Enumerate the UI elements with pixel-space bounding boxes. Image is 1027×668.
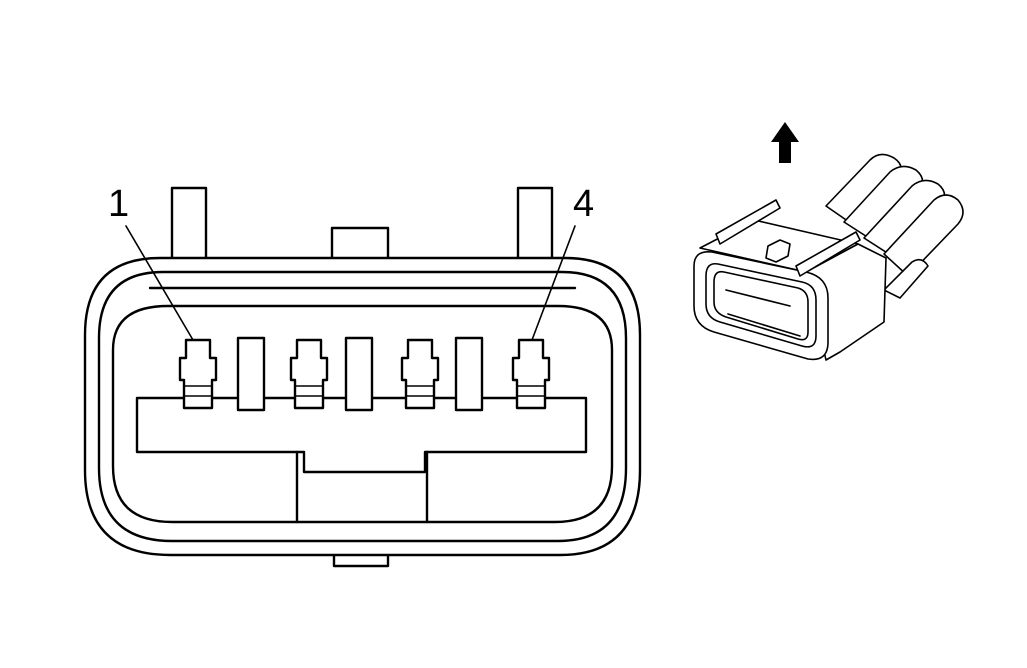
terminal-3	[400, 338, 440, 410]
pin-4-label: 4	[573, 183, 594, 225]
terminal-carrier	[135, 396, 588, 474]
terminal-2	[289, 338, 329, 410]
left-latch-tab	[170, 186, 208, 268]
top-key	[330, 226, 390, 258]
separator-rib-2	[344, 336, 374, 412]
terminal-4	[511, 338, 551, 410]
latch-rail-right	[795, 231, 861, 277]
separator-rib-1	[236, 336, 266, 412]
leader-line-pin-1	[125, 225, 194, 341]
terminal-1	[178, 338, 218, 410]
inner-cavity	[111, 304, 614, 524]
latch-rail-left	[715, 199, 781, 245]
housing-front-face	[693, 250, 829, 361]
lock-nub	[765, 239, 791, 263]
opening-depth-line	[725, 289, 791, 307]
housing-outline-2	[97, 270, 628, 543]
leader-line-pin-4	[531, 225, 576, 341]
front-opening-inner	[713, 270, 809, 341]
opening-floor-line	[727, 313, 801, 337]
connector-face-view	[83, 186, 642, 568]
wire-tube-4	[883, 194, 964, 277]
right-latch-tab	[516, 186, 554, 268]
terminal-group	[178, 338, 551, 410]
connector-isometric-view	[693, 153, 964, 361]
pin-1-label: 1	[108, 183, 129, 225]
separator-rib-3	[454, 336, 484, 412]
front-opening-outer	[705, 262, 817, 348]
wire-tube-lower	[883, 258, 929, 299]
arrow-up-icon	[771, 122, 799, 163]
